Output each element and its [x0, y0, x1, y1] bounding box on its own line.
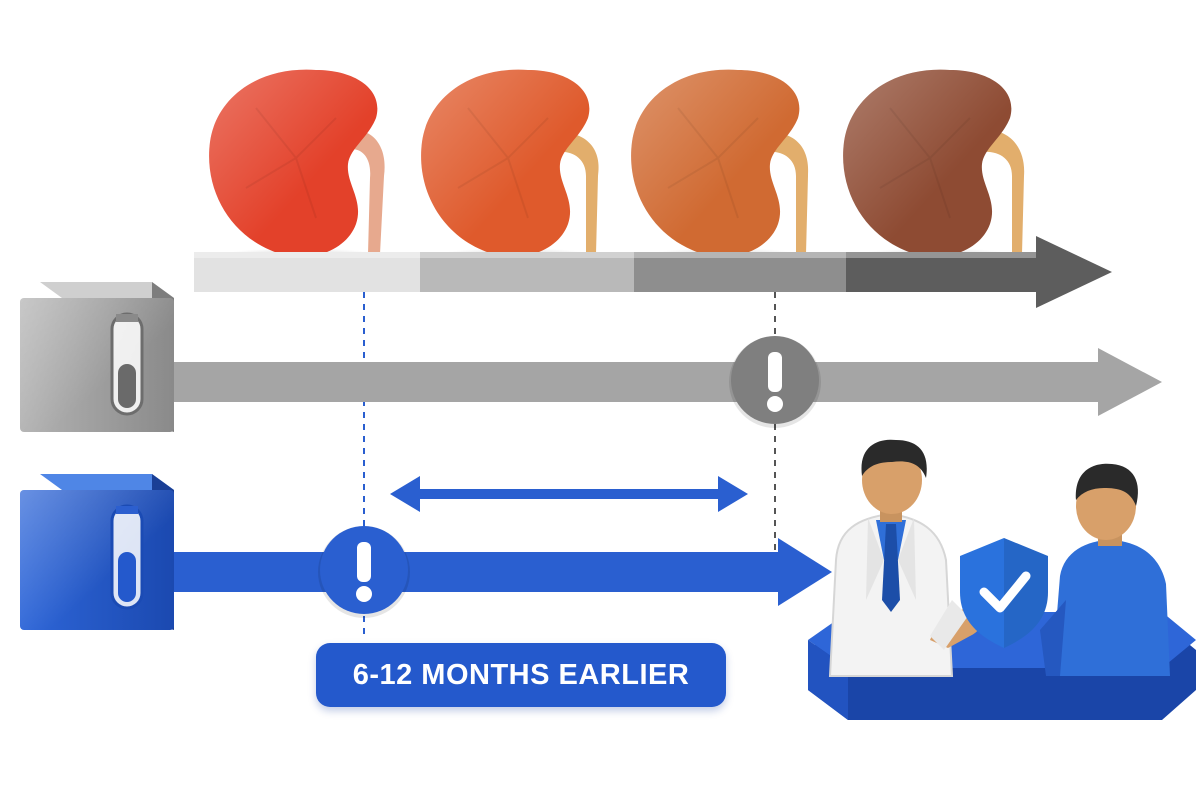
progression-bar [194, 236, 1112, 308]
early-track-line [170, 552, 782, 592]
progression-segment [194, 252, 420, 292]
ureter-stage-1 [344, 130, 385, 254]
progression-arrowhead [1036, 236, 1112, 308]
early-testing-track [20, 474, 832, 630]
exclamation-icon [729, 336, 821, 428]
standard-testing-track [20, 282, 1162, 432]
progression-segment [420, 252, 634, 292]
ureter-stage-4 [976, 129, 1025, 254]
ureter-stage-2 [552, 131, 599, 254]
progression-segment [846, 252, 1036, 292]
patient-figure [1040, 463, 1170, 676]
blood-test-device-icon [20, 282, 174, 432]
shield-check-icon [960, 538, 1048, 648]
standard-track-line [170, 362, 1100, 402]
early-track-arrowhead [778, 538, 832, 606]
exclamation-icon [318, 526, 410, 618]
earlier-detection-badge: 6-12 MONTHS EARLIER [316, 643, 726, 707]
doctor-patient-icon [808, 439, 1196, 720]
double-arrow-icon [390, 476, 748, 512]
standard-track-arrowhead [1098, 348, 1162, 416]
doctor-figure [828, 439, 983, 677]
kidney-progression [209, 69, 1025, 264]
ureter-stage-3 [762, 131, 809, 254]
progression-segment [634, 252, 846, 292]
blood-test-device-icon [20, 474, 174, 630]
